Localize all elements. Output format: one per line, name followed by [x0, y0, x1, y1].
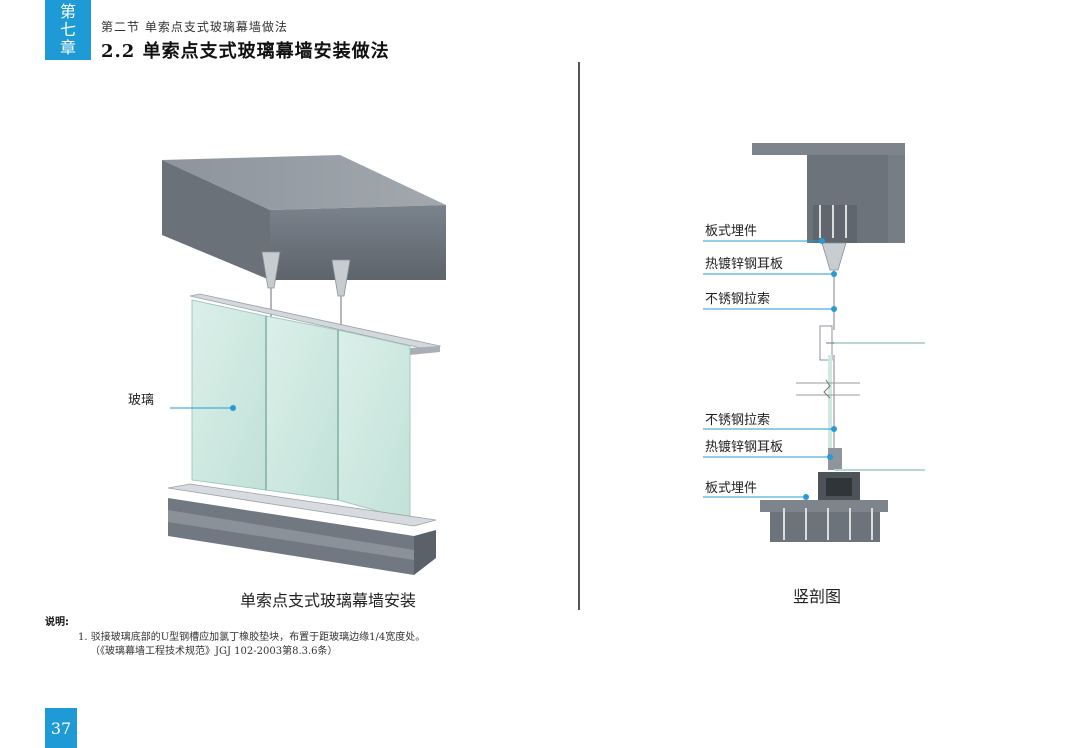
- bottom-rail: [167, 483, 437, 527]
- chapter-char: 第: [59, 2, 76, 21]
- page-number: 37: [45, 708, 77, 748]
- bottom-concrete-side: [414, 530, 436, 575]
- label-cable-top: 不锈钢拉索: [705, 292, 771, 307]
- label-embedded-plate-bottom: 板式埋件: [705, 481, 758, 496]
- chapter-tab: 第 七 章: [45, 0, 91, 60]
- bottom-concrete-lip: [168, 510, 414, 560]
- chapter-char: 章: [59, 38, 76, 57]
- left-3d-illustration: [162, 155, 446, 575]
- top-concrete-beam-front: [162, 160, 270, 280]
- glass-pane-3: [337, 329, 411, 521]
- ear-plate-top: [821, 242, 847, 271]
- note-line-2: （《玻璃幕墙工程技术规范》JGJ 102-2003第8.3.6条）: [90, 646, 338, 657]
- label-ear-plate-top: 热镀锌钢耳板: [705, 257, 784, 272]
- glass-label: 玻璃: [128, 393, 155, 408]
- right-figure-caption: 竖剖图: [793, 587, 842, 606]
- glass-section: [828, 355, 832, 465]
- label-ear-plate-bottom: 热镀锌钢耳板: [705, 440, 784, 455]
- label-embedded-plate-top: 板式埋件: [705, 224, 758, 239]
- top-rail-edge: [410, 346, 440, 355]
- top-concrete-section: [752, 143, 905, 155]
- right-section-drawing: [752, 143, 925, 542]
- glass-pane-2: [265, 315, 339, 501]
- bottom-concrete-section: [760, 500, 888, 512]
- label-cable-bottom: 不锈钢拉索: [705, 413, 771, 428]
- chapter-char: 七: [59, 20, 76, 39]
- ear-plate-1: [261, 251, 281, 289]
- top-concrete-beam-top: [162, 155, 446, 210]
- leader-lines: [170, 238, 837, 500]
- section-subtitle: 第二节 单索点支式玻璃幕墙做法: [101, 20, 288, 34]
- note-line-1: 1. 驳接玻璃底部的U型钢槽应加氯丁橡胶垫块，布置于距玻璃边缘1/4宽度处。: [78, 632, 426, 643]
- notes-title: 说明:: [45, 617, 69, 628]
- section-title: 2.2 单索点支式玻璃幕墙安装做法: [101, 41, 390, 62]
- top-concrete-beam-side: [270, 205, 446, 280]
- left-figure-caption: 单索点支式玻璃幕墙安装: [240, 591, 417, 610]
- glass-pane-1: [191, 299, 267, 491]
- ear-plate-2: [331, 259, 351, 297]
- vertical-divider: [578, 62, 580, 610]
